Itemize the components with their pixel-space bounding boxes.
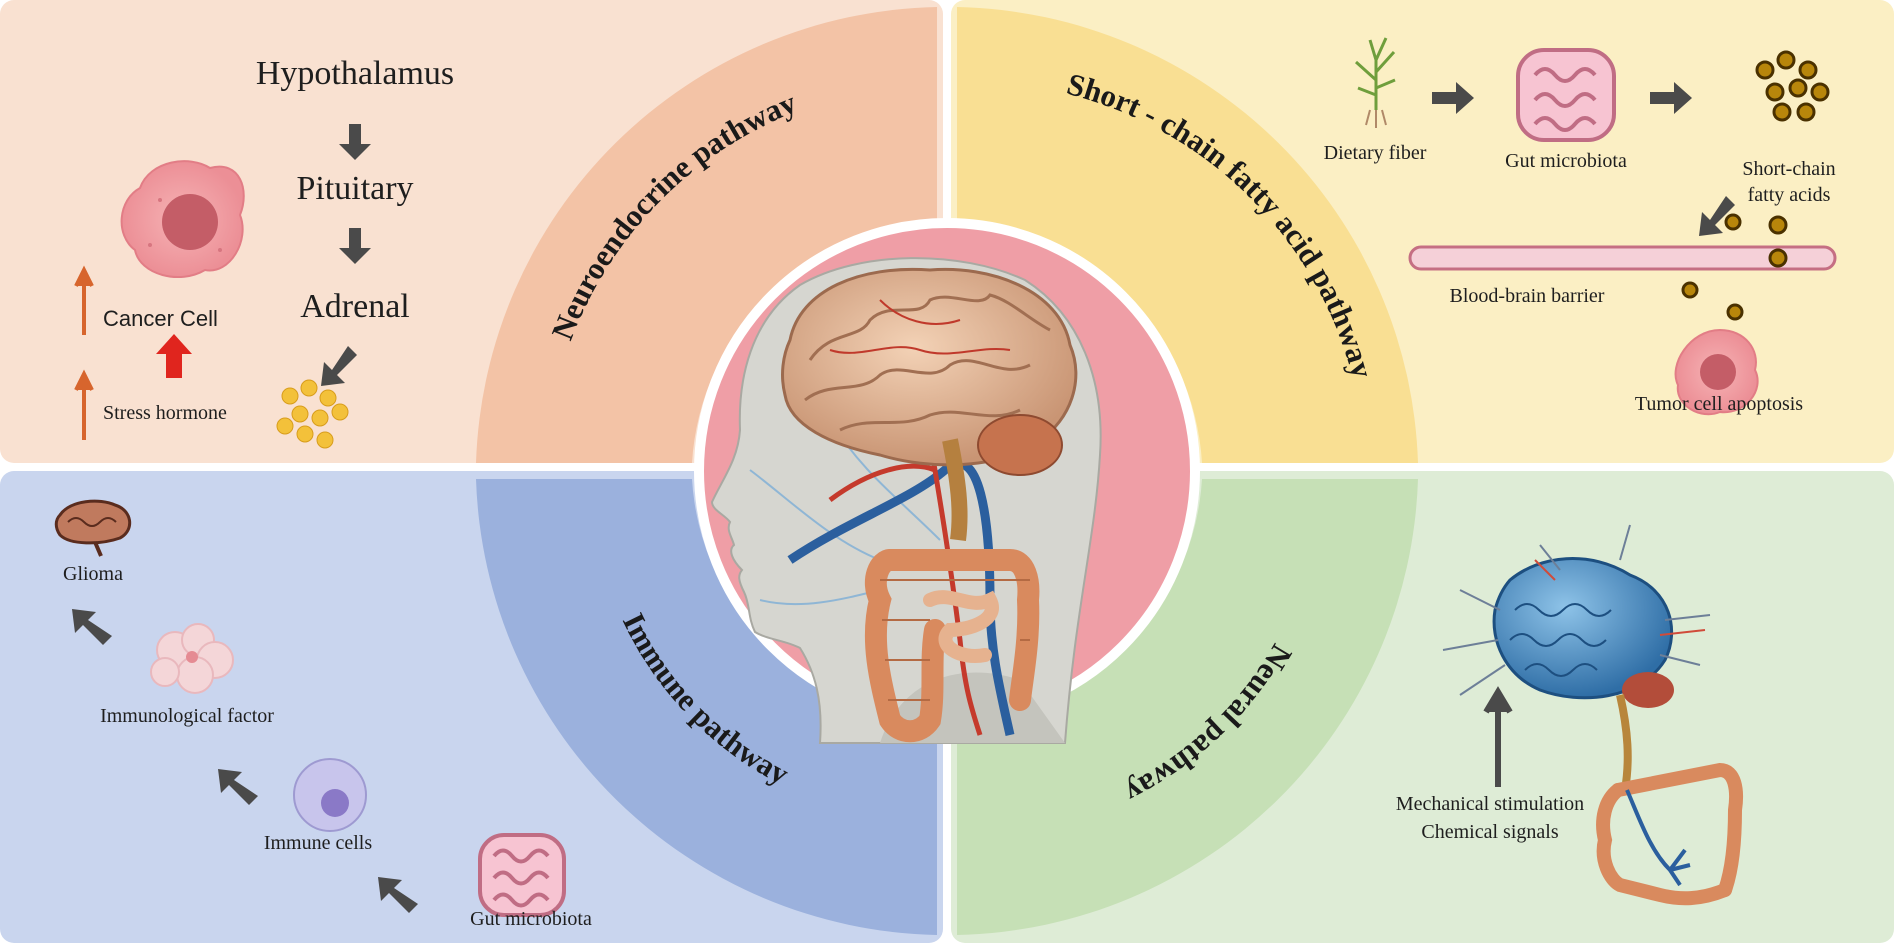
tumor-cell-icon: [1674, 328, 1759, 416]
up-arrow-icon: [74, 265, 94, 335]
apoptosis-label: Tumor cell apoptosis: [1634, 393, 1804, 415]
pituitary-label: Pituitary: [296, 170, 414, 207]
down-arrow-icon: [339, 124, 371, 160]
immunological-factor-icon: [150, 623, 234, 694]
cerebellum-icon: [977, 414, 1063, 476]
immunological-factor-label: Immunological factor: [100, 705, 274, 727]
chemical-signals-label: Chemical signals: [1421, 821, 1559, 843]
diagonal-arrow-icon: [1699, 196, 1735, 236]
pathway-ring: [476, 7, 1418, 935]
right-arrow-icon: [1650, 82, 1692, 114]
head-illustration: [710, 257, 1102, 744]
gut-microbiota-icon: [1516, 48, 1616, 142]
gut-microbiota-label-2: Gut microbiota: [470, 908, 592, 930]
dietary-fiber-icon: [1354, 37, 1396, 128]
brainstem-icon: [942, 438, 968, 542]
center-intestine-icon: [864, 549, 1040, 743]
glioma-label: Glioma: [63, 563, 123, 585]
right-arrow-icon: [1432, 82, 1474, 114]
gut-microbiota-icon-2: [478, 833, 566, 917]
scfa-particles-icon: [1755, 50, 1830, 122]
immune-cells-label: Immune cells: [263, 832, 373, 854]
up-left-arrow-icon: [218, 769, 258, 805]
adrenal-label: Adrenal: [300, 288, 410, 325]
up-arrows: [74, 265, 192, 440]
scfa-label-line1: Short-chain: [1742, 158, 1836, 180]
gut-microbiota-label: Gut microbiota: [1505, 150, 1627, 172]
vagus-blue-vessel-icon: [787, 459, 1015, 736]
up-left-arrow-icon: [72, 609, 112, 645]
immune-band: [476, 479, 937, 935]
scfa-band: [957, 7, 1418, 463]
immune-arrows: [72, 609, 418, 913]
diagonal-arrow-icon: [321, 346, 357, 386]
neural-band: [957, 479, 1418, 935]
red-up-arrow-icon: [156, 334, 192, 378]
up-left-arrow-icon: [378, 877, 418, 913]
blood-brain-barrier-icon: [1408, 245, 1837, 271]
brain-red-veins-icon: [829, 299, 1011, 355]
neural-intestine-icon: [1596, 762, 1744, 906]
immune-cell-icon: [293, 758, 367, 832]
neural-up-arrow-icon: [1483, 686, 1513, 787]
mechanical-stimulation-label: Mechanical stimulation: [1395, 793, 1585, 815]
hpa-arrows: [321, 124, 371, 386]
dietary-fiber-label: Dietary fiber: [1323, 142, 1427, 164]
crossing-scfa-particles-icon: [1681, 213, 1788, 321]
bbb-label: Blood-brain barrier: [1449, 285, 1605, 307]
cancer-cell-icon: [120, 160, 245, 279]
red-artery-icon: [828, 439, 983, 736]
down-arrow-icon: [339, 228, 371, 264]
neuroendocrine-band: [476, 7, 937, 463]
brain-gyri-icon: [804, 293, 1051, 432]
cancer-cell-label: Cancer Cell: [103, 306, 218, 331]
stress-hormone-label: Stress hormone: [103, 402, 227, 424]
vagus-nerve-icon: [1625, 789, 1691, 887]
glioma-brain-icon: [54, 499, 131, 557]
scfa-arrows: [1432, 82, 1735, 236]
stress-hormone-particles-icon: [276, 379, 349, 449]
hypothalamus-label: Hypothalamus: [255, 55, 455, 92]
up-arrow-icon: [74, 369, 94, 440]
neural-brain-icon: [1442, 524, 1711, 791]
scfa-label-line2: fatty acids: [1747, 184, 1831, 206]
